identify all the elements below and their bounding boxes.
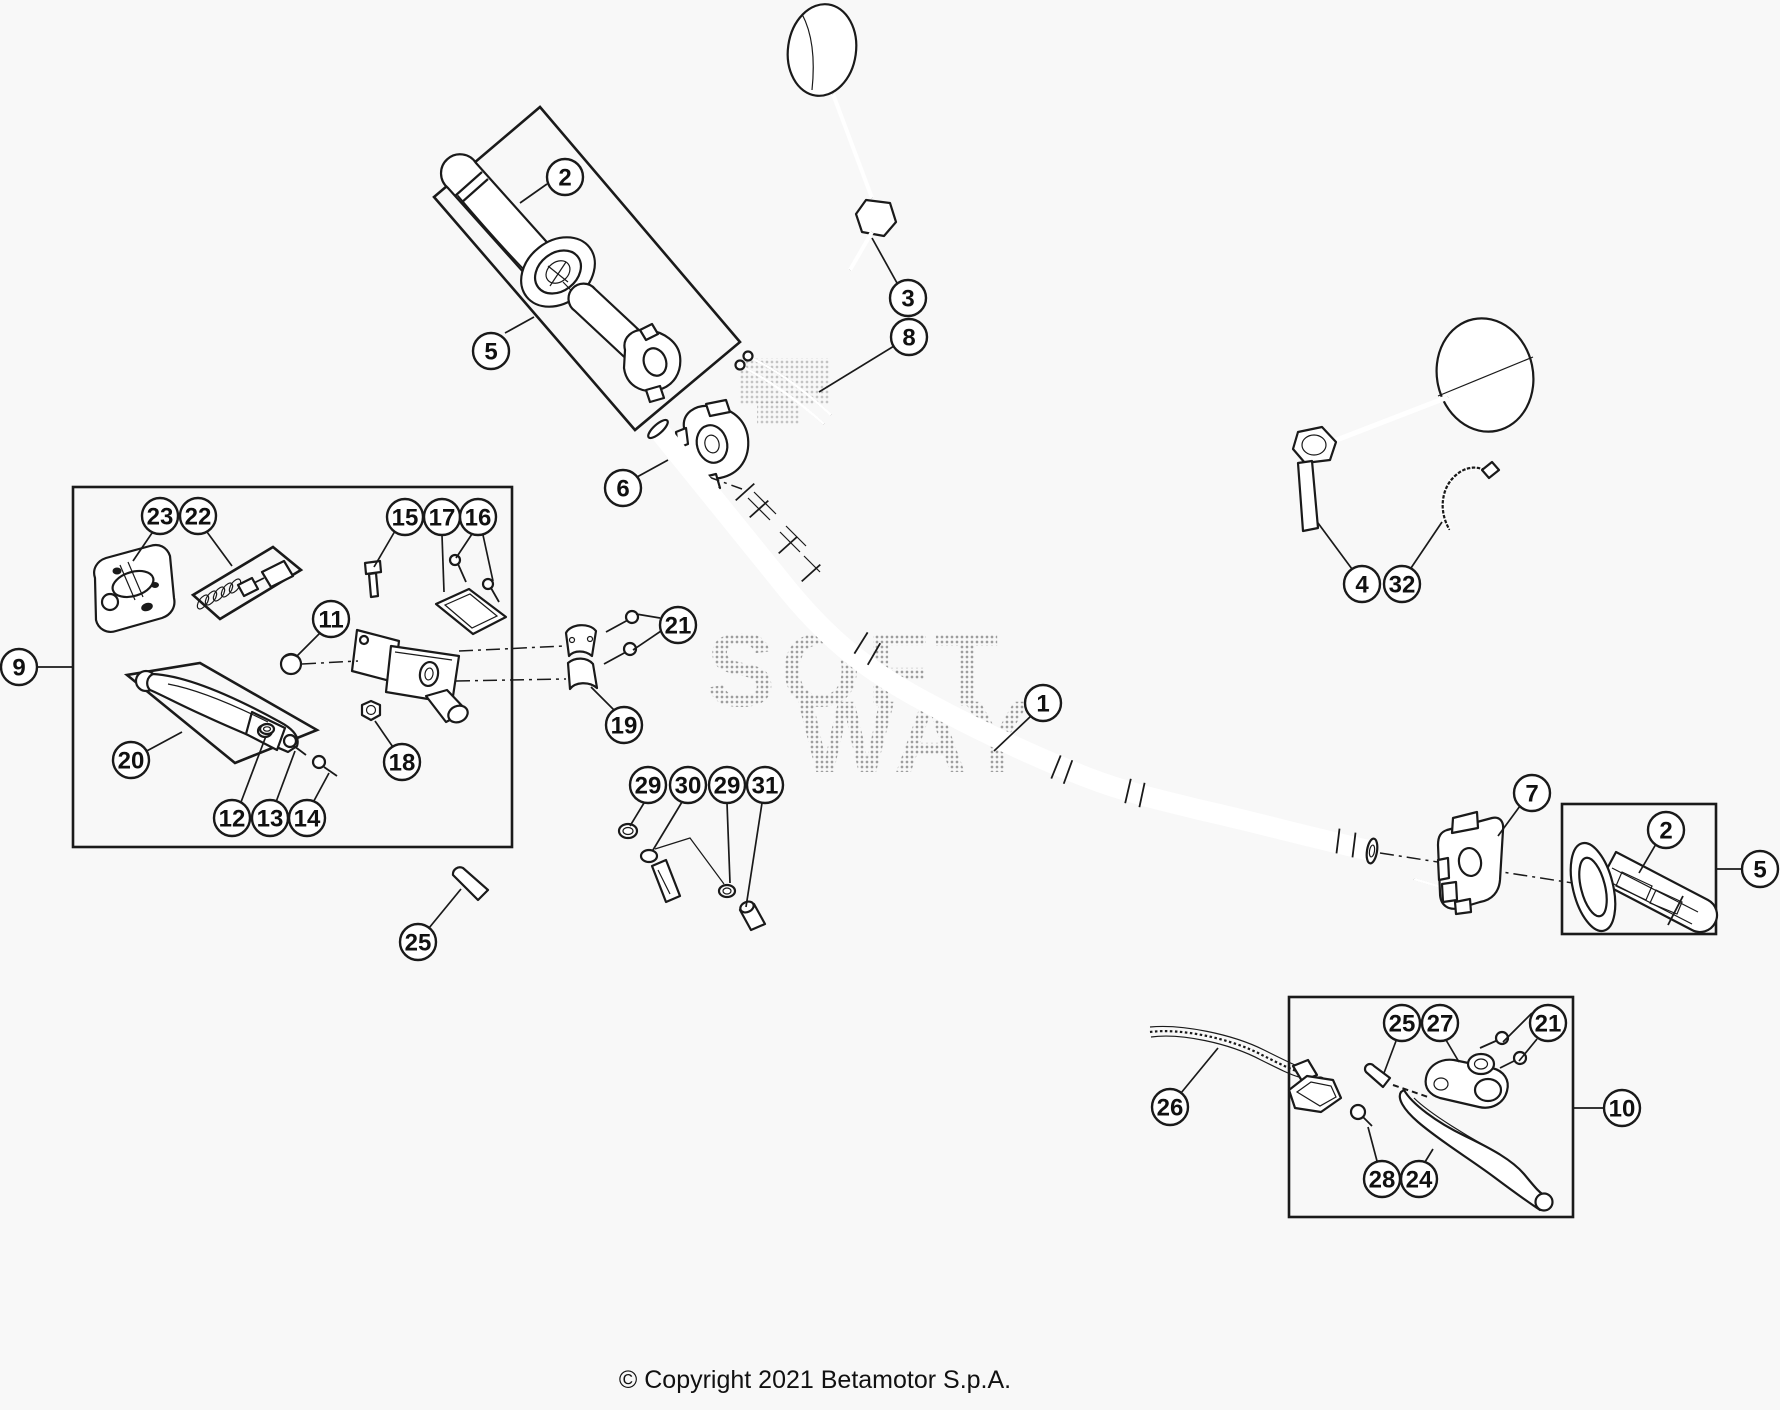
svg-text:30: 30 xyxy=(675,773,702,800)
svg-text:1: 1 xyxy=(1036,691,1049,718)
copyright-text: © Copyright 2021 Betamotor S.p.A. xyxy=(618,1366,1012,1394)
svg-text:13: 13 xyxy=(257,806,284,833)
svg-text:20: 20 xyxy=(118,748,145,775)
svg-text:3: 3 xyxy=(901,286,914,313)
callout-balloon-29[interactable]: 29 xyxy=(707,765,747,884)
svg-text:15: 15 xyxy=(392,505,419,532)
callout-balloon-31[interactable]: 31 xyxy=(745,765,785,908)
callout-balloon-6[interactable]: 6 xyxy=(603,459,669,508)
handlebar-segment-marks xyxy=(735,482,1357,858)
svg-text:5: 5 xyxy=(1753,857,1766,884)
callout-balloon-20[interactable]: 20 xyxy=(111,731,183,780)
throttle-housing-drawing xyxy=(674,398,750,494)
svg-text:28: 28 xyxy=(1369,1167,1396,1194)
callout-balloon-29[interactable]: 29 xyxy=(628,765,668,827)
left-mirror-drawing xyxy=(786,3,898,272)
callout-balloon-23[interactable]: 23 xyxy=(132,496,180,562)
callout-balloon-22[interactable]: 22 xyxy=(178,496,233,567)
callout-balloon-18[interactable]: 18 xyxy=(374,720,422,782)
svg-text:24: 24 xyxy=(1406,1167,1433,1194)
callout-balloon-5[interactable]: 5 xyxy=(471,316,535,371)
callout-balloon-21[interactable]: 21 xyxy=(1502,1003,1568,1062)
callout-balloon-9[interactable]: 9 xyxy=(0,647,73,687)
switch-housing-drawing xyxy=(1413,810,1505,916)
callout-balloon-1[interactable]: 1 xyxy=(993,683,1063,752)
callout-balloon-28[interactable]: 28 xyxy=(1362,1126,1402,1199)
svg-text:2: 2 xyxy=(558,165,571,192)
callout-balloon-25[interactable]: 25 xyxy=(398,888,462,962)
callout-balloon-2[interactable]: 2 xyxy=(519,157,585,204)
brake-master-cylinder-box xyxy=(71,485,567,849)
callout-balloon-4[interactable]: 4 xyxy=(1317,522,1382,604)
callout-balloon-5[interactable]: 5 xyxy=(1716,849,1780,889)
svg-text:21: 21 xyxy=(665,613,692,640)
throttle-grip-assembly-box xyxy=(432,105,742,432)
watermark-fragment xyxy=(740,358,830,404)
svg-text:26: 26 xyxy=(1157,1095,1184,1122)
throttle-cables-drawing xyxy=(734,350,832,425)
svg-text:19: 19 xyxy=(611,713,638,740)
svg-text:5: 5 xyxy=(484,339,497,366)
callout-balloon-17[interactable]: 17 xyxy=(422,497,462,593)
mirror-clip-drawing xyxy=(1439,460,1501,531)
callout-balloon-30[interactable]: 30 xyxy=(652,765,708,851)
svg-text:23: 23 xyxy=(147,504,174,531)
callout-balloon-7[interactable]: 7 xyxy=(1497,773,1552,837)
handlebar-clamp-drawing xyxy=(564,609,640,691)
svg-text:6: 6 xyxy=(616,476,629,503)
svg-text:25: 25 xyxy=(1389,1011,1416,1038)
callout-balloon-2[interactable]: 2 xyxy=(1638,810,1686,874)
callout-balloon-19[interactable]: 19 xyxy=(590,686,644,745)
right-mirror-drawing xyxy=(1291,317,1535,533)
callout-balloon-13[interactable]: 13 xyxy=(250,750,296,838)
svg-text:10: 10 xyxy=(1609,1096,1636,1123)
svg-text:25: 25 xyxy=(405,930,432,957)
callout-balloon-24[interactable]: 24 xyxy=(1399,1148,1439,1199)
svg-text:2: 2 xyxy=(1659,818,1672,845)
svg-text:32: 32 xyxy=(1389,572,1416,599)
handlebar-knurl-marks xyxy=(747,491,821,573)
callout-balloon-16[interactable]: 16 xyxy=(455,497,498,582)
svg-text:9: 9 xyxy=(12,655,25,682)
svg-text:12: 12 xyxy=(219,806,246,833)
svg-text:29: 29 xyxy=(714,773,741,800)
callout-balloon-3[interactable]: 3 xyxy=(871,237,928,318)
callout-balloon-32[interactable]: 32 xyxy=(1382,521,1443,604)
svg-text:11: 11 xyxy=(318,607,343,634)
svg-text:22: 22 xyxy=(185,504,212,531)
svg-text:8: 8 xyxy=(902,325,915,352)
callout-balloon-10[interactable]: 10 xyxy=(1573,1088,1642,1128)
cable-adjuster-parts-drawing xyxy=(451,822,767,932)
callout-balloon-11[interactable]: 11 xyxy=(296,599,351,657)
callout-balloon-14[interactable]: 14 xyxy=(287,772,330,838)
svg-text:4: 4 xyxy=(1355,572,1369,599)
svg-text:14: 14 xyxy=(294,806,321,833)
callout-balloon-27[interactable]: 27 xyxy=(1420,1003,1460,1063)
svg-text:29: 29 xyxy=(635,773,662,800)
svg-text:18: 18 xyxy=(389,750,416,777)
callout-balloon-8[interactable]: 8 xyxy=(818,317,929,393)
watermark-fragment xyxy=(757,402,799,424)
assembly-axis-line xyxy=(1379,852,1593,887)
svg-text:31: 31 xyxy=(752,773,779,800)
svg-text:21: 21 xyxy=(1535,1011,1562,1038)
callout-balloon-12[interactable]: 12 xyxy=(212,735,267,838)
svg-text:27: 27 xyxy=(1427,1011,1454,1038)
svg-text:16: 16 xyxy=(465,505,492,532)
callout-balloon-25[interactable]: 25 xyxy=(1382,1003,1422,1074)
svg-text:7: 7 xyxy=(1525,781,1538,808)
handlebar-drawing xyxy=(647,418,1593,887)
svg-text:17: 17 xyxy=(429,505,456,532)
clutch-lever-box xyxy=(1149,995,1575,1219)
callout-balloon-26[interactable]: 26 xyxy=(1150,1047,1219,1127)
right-grip-box xyxy=(1560,802,1719,936)
callout-balloon-15[interactable]: 15 xyxy=(373,497,425,568)
clutch-lever-frame xyxy=(1287,995,1575,1219)
callout-balloon-21[interactable]: 21 xyxy=(632,605,698,651)
